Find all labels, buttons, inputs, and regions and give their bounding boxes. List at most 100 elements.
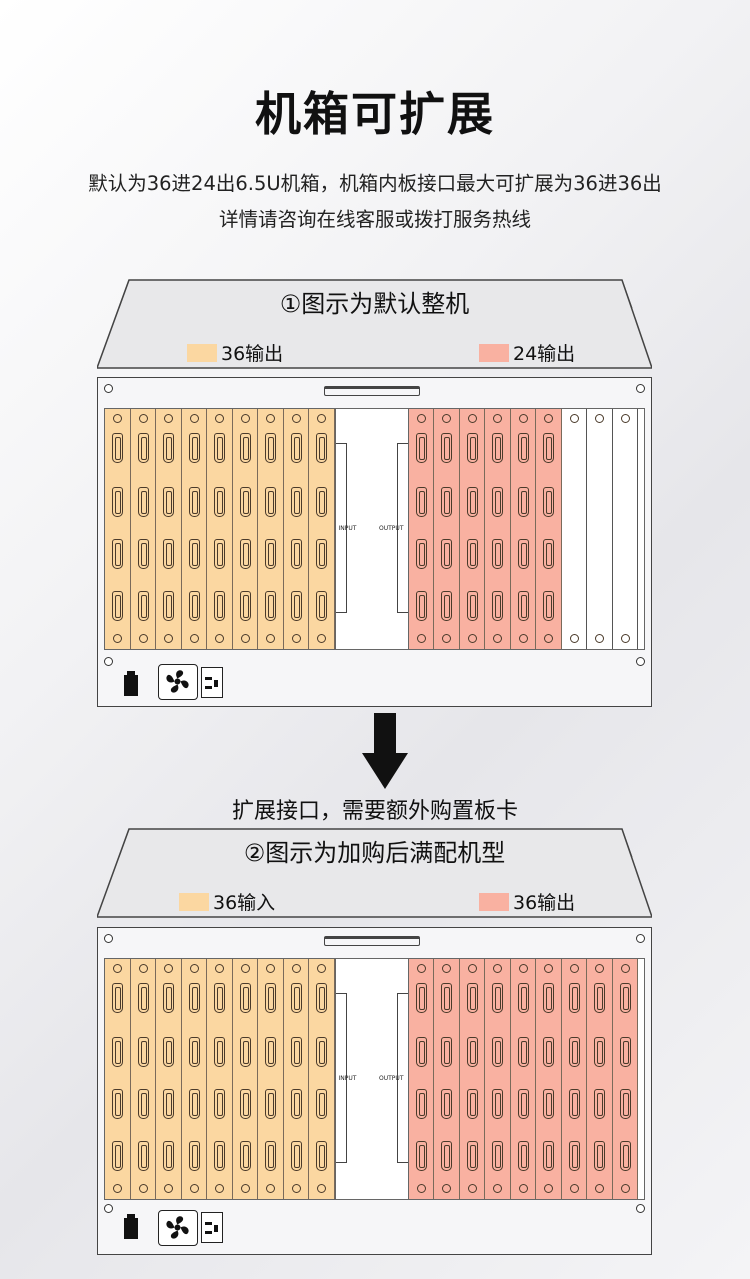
output-card <box>408 959 434 1199</box>
input-card <box>130 959 156 1199</box>
hdmi-port <box>594 983 605 1013</box>
hdmi-port <box>466 1141 478 1171</box>
input-card <box>207 409 233 649</box>
hdmi-port <box>492 1141 503 1171</box>
control-output-label: OUTPUT <box>379 525 404 532</box>
hdmi-port <box>290 1089 302 1119</box>
power-socket-icon <box>201 1212 223 1243</box>
input-card <box>181 959 207 1199</box>
legend-output: 36输出 <box>479 888 575 915</box>
input-card <box>283 959 309 1199</box>
hdmi-port <box>112 1037 123 1067</box>
hdmi-port <box>239 433 251 463</box>
hdmi-port <box>543 1089 554 1119</box>
hdmi-port <box>265 539 276 569</box>
hdmi-port <box>415 1089 427 1119</box>
screw <box>636 384 645 393</box>
hdmi-port <box>517 539 529 569</box>
hdmi-port <box>188 487 200 517</box>
hdmi-port <box>316 1037 327 1067</box>
hdmi-port <box>112 487 123 517</box>
chassis-handle <box>324 386 420 396</box>
hdmi-port <box>619 983 631 1013</box>
output-card <box>612 959 638 1199</box>
hdmi-port <box>619 1089 631 1119</box>
hdmi-port <box>137 1089 149 1119</box>
hdmi-port <box>619 1037 631 1067</box>
hdmi-port <box>316 1141 327 1171</box>
hdmi-port <box>163 1141 174 1171</box>
hdmi-port <box>163 983 174 1013</box>
hdmi-port <box>543 1037 554 1067</box>
input-card <box>105 409 131 649</box>
hdmi-port <box>112 983 123 1013</box>
power-switch-icon <box>124 1214 138 1239</box>
control-input-label: INPUT <box>338 1075 357 1082</box>
hdmi-port <box>441 487 452 517</box>
hdmi-port <box>466 1037 478 1067</box>
hdmi-port <box>163 539 174 569</box>
hdmi-port <box>239 539 251 569</box>
hdmi-port <box>517 487 529 517</box>
chassis-roof <box>97 279 652 369</box>
hdmi-port <box>517 1141 529 1171</box>
hdmi-port <box>290 1037 302 1067</box>
hdmi-port <box>415 983 427 1013</box>
legend-input-label: 36输入 <box>213 892 276 914</box>
hdmi-port <box>137 1141 149 1171</box>
output-card <box>459 409 485 649</box>
hdmi-port <box>265 1089 276 1119</box>
subtitle-line1: 默认为36进24出6.5U机箱，机箱内板接口最大可扩展为36进36出 <box>88 172 662 195</box>
legend-swatch-input <box>187 343 217 362</box>
hdmi-port <box>265 983 276 1013</box>
hdmi-port <box>517 433 529 463</box>
legend-output: 24输出 <box>479 339 575 366</box>
hdmi-port <box>214 591 225 621</box>
output-card <box>434 409 460 649</box>
hdmi-port <box>594 1089 605 1119</box>
hdmi-port <box>290 487 302 517</box>
hdmi-port <box>543 983 554 1013</box>
hdmi-port <box>112 433 123 463</box>
hdmi-port <box>163 591 174 621</box>
hdmi-port <box>265 433 276 463</box>
hdmi-port <box>568 1089 580 1119</box>
hdmi-port <box>188 1037 200 1067</box>
screw <box>104 384 113 393</box>
hdmi-port <box>492 1037 503 1067</box>
hdmi-port <box>466 487 478 517</box>
page-title: 机箱可扩展 <box>255 87 495 141</box>
legend-input-label: 36输出 <box>221 343 284 365</box>
input-card <box>105 959 131 1199</box>
input-card <box>309 959 335 1199</box>
legend-swatch-input <box>179 892 209 911</box>
output-card <box>408 409 434 649</box>
hdmi-port <box>112 539 123 569</box>
output-card <box>434 959 460 1199</box>
hdmi-port <box>466 983 478 1013</box>
hdmi-port <box>137 983 149 1013</box>
output-card <box>536 409 562 649</box>
hdmi-port <box>466 433 478 463</box>
input-card <box>258 959 284 1199</box>
input-card <box>130 409 156 649</box>
control-card: INPUT OUTPUT <box>334 959 409 1199</box>
screw <box>636 934 645 943</box>
hdmi-port <box>441 1141 452 1171</box>
hdmi-port <box>316 539 327 569</box>
hdmi-port <box>492 1089 503 1119</box>
hdmi-port <box>466 591 478 621</box>
subtitle-line2: 详情请咨询在线客服或拨打服务热线 <box>218 208 531 231</box>
hdmi-port <box>290 539 302 569</box>
hdmi-port <box>112 1089 123 1119</box>
hdmi-port <box>415 433 427 463</box>
hdmi-port <box>492 591 503 621</box>
expansion-note: 扩展接口，需要额外购置板卡 <box>231 799 518 824</box>
hdmi-port <box>492 983 503 1013</box>
input-card <box>207 959 233 1199</box>
control-output-label: OUTPUT <box>379 1075 404 1082</box>
input-card <box>156 409 182 649</box>
